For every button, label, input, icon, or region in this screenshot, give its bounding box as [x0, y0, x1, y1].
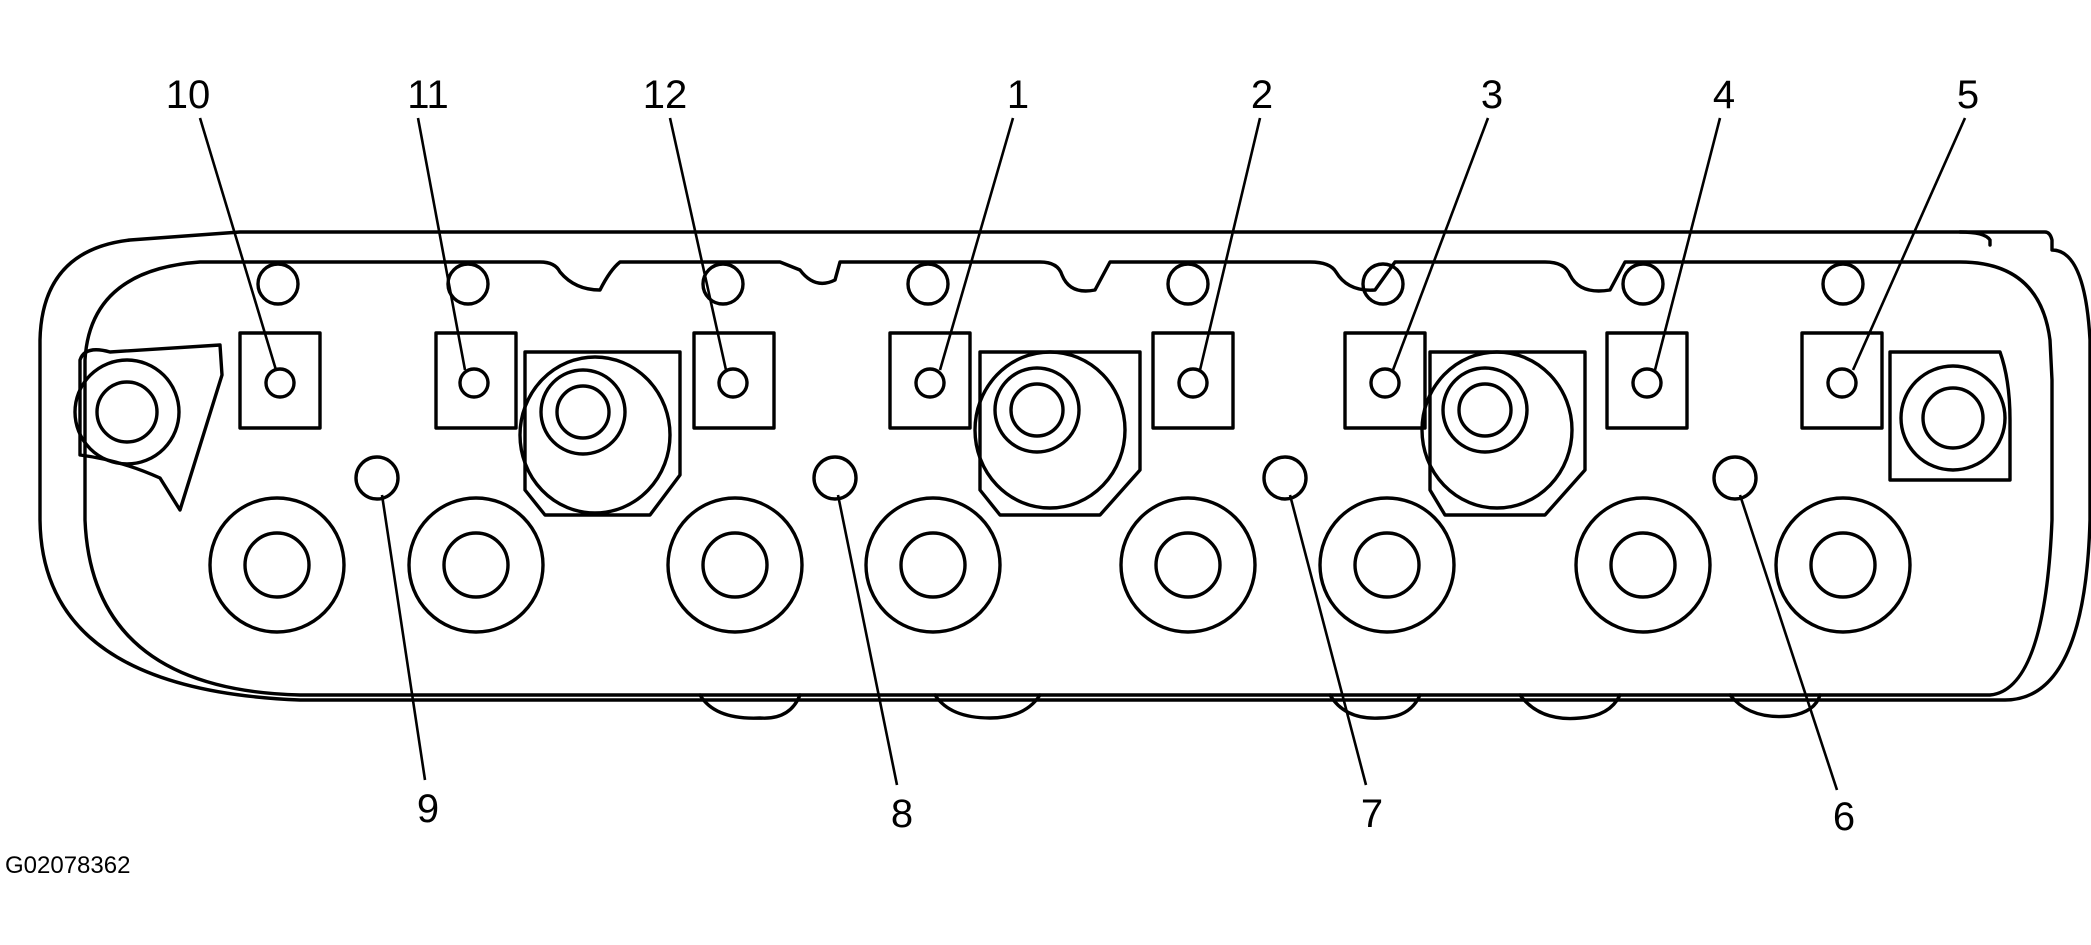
leader-1: [938, 117, 1015, 371]
bolt-pad-3: [1343, 331, 1427, 430]
port: [407, 496, 545, 634]
small-hole: [1821, 262, 1865, 306]
plug-bosses: [518, 350, 1587, 517]
callout-2: 2: [1251, 73, 1273, 117]
leader-9: [380, 494, 427, 781]
leader-7: [1288, 494, 1368, 786]
leader-5: [1851, 117, 1967, 371]
leader-11: [416, 117, 467, 371]
callout-7: 7: [1361, 792, 1383, 836]
port: [1574, 496, 1712, 634]
plug-boss: [518, 350, 682, 517]
cylinder-head-outline: [38, 230, 2091, 721]
small-hole: [701, 262, 745, 306]
port: [1774, 496, 1912, 634]
callout-1: 1: [1007, 73, 1029, 117]
callout-10: 10: [166, 73, 211, 117]
upper-bolt-pads: [238, 331, 1884, 430]
callout-5: 5: [1957, 73, 1979, 117]
bolt-hole-7: [1262, 455, 1308, 501]
right-stud-outer: [1899, 364, 2007, 472]
bolt-pad-11: [434, 331, 518, 430]
callout-11: 11: [407, 73, 449, 117]
lower-ports: [208, 496, 1912, 634]
right-stud-inner: [1921, 386, 1985, 450]
callout-labels: 10 11 12 1 2 3 4 5 9 8 7 6: [166, 73, 1979, 839]
bolt-pad-2: [1151, 331, 1235, 430]
leader-8: [836, 494, 899, 786]
leader-10: [198, 117, 278, 371]
plug-boss: [973, 350, 1142, 517]
bolt-hole-9: [354, 455, 400, 501]
bolt-pad-12: [692, 331, 776, 430]
small-hole: [1166, 262, 1210, 306]
callout-12: 12: [643, 73, 688, 117]
small-hole: [1621, 262, 1665, 306]
head-top-right-notch: [1958, 230, 1992, 247]
plug-boss: [1420, 350, 1587, 517]
callout-9: 9: [417, 787, 439, 831]
port: [666, 496, 804, 634]
right-stud-bracket: [1888, 350, 2012, 482]
leader-lines: [198, 117, 1967, 791]
leader-6: [1738, 494, 1839, 791]
leader-3: [1391, 117, 1490, 371]
end-studs: [73, 343, 2012, 512]
bolt-pad-4: [1605, 331, 1689, 430]
head-outer-edge: [38, 230, 2091, 702]
leader-4: [1653, 117, 1722, 371]
upper-holes: [256, 262, 1865, 306]
head-inner-surface: [83, 260, 2054, 697]
callout-8: 8: [891, 792, 913, 836]
figure-id: G02078362: [5, 852, 130, 879]
callout-6: 6: [1833, 795, 1855, 839]
bolt-hole-6: [1712, 455, 1758, 501]
port: [1318, 496, 1456, 634]
small-hole: [906, 262, 950, 306]
small-hole: [446, 262, 490, 306]
small-hole: [1361, 262, 1405, 306]
bolt-pad-5: [1800, 331, 1884, 430]
left-stud-inner: [95, 380, 159, 444]
head-bottom-lobes: [698, 693, 1822, 721]
lower-bolt-holes: [354, 455, 1758, 501]
bolt-hole-8: [812, 455, 858, 501]
port: [864, 496, 1002, 634]
leader-2: [1198, 117, 1262, 371]
small-hole: [256, 262, 300, 306]
bolt-pad-1: [888, 331, 972, 430]
port: [1119, 496, 1257, 634]
callout-3: 3: [1481, 73, 1503, 117]
callout-4: 4: [1713, 73, 1735, 117]
left-stud-outer: [73, 358, 181, 466]
port: [208, 496, 346, 634]
bolt-pad-10: [238, 331, 322, 430]
leader-12: [668, 117, 728, 371]
